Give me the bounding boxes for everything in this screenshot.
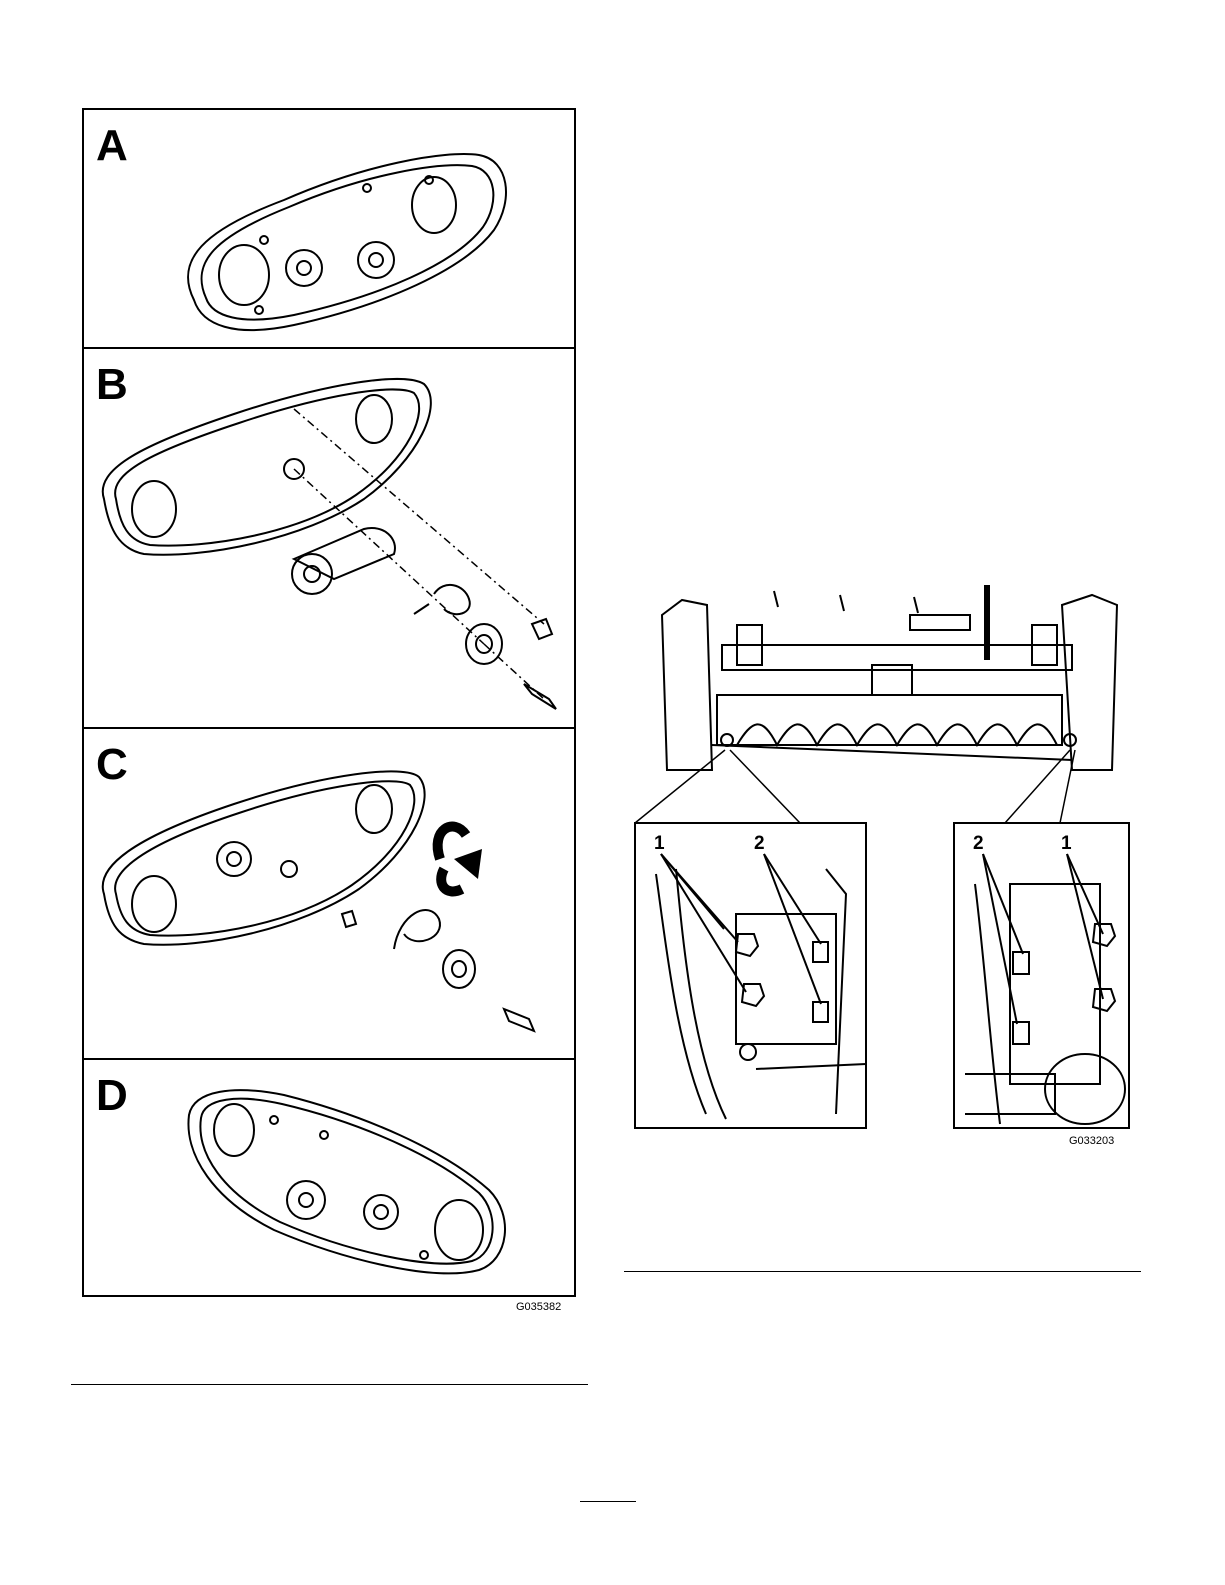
right-divider <box>624 1271 1141 1272</box>
rotation-arrow-icon <box>438 827 482 892</box>
detail-left-drawing <box>636 824 869 1131</box>
panel-b-exploded-drawing <box>84 349 578 729</box>
left-divider <box>71 1384 588 1385</box>
detail-box-right: 2 1 <box>953 822 1130 1129</box>
panel-a-housing-drawing <box>84 110 578 351</box>
page-number-rule <box>580 1501 636 1502</box>
detail-box-left: 1 2 <box>634 822 867 1129</box>
detail-leader-lines <box>630 745 1130 825</box>
panel-c: C <box>82 729 576 1060</box>
panel-d: D <box>82 1060 576 1297</box>
panel-b: B <box>82 349 576 729</box>
panel-d-housing-drawing <box>84 1060 578 1297</box>
detail-right-drawing <box>955 824 1132 1131</box>
panel-a: A <box>82 108 576 349</box>
left-figure-code: G035382 <box>516 1301 561 1313</box>
panel-c-exploded-drawing <box>84 729 578 1060</box>
right-figure-code: G033203 <box>1069 1135 1114 1147</box>
